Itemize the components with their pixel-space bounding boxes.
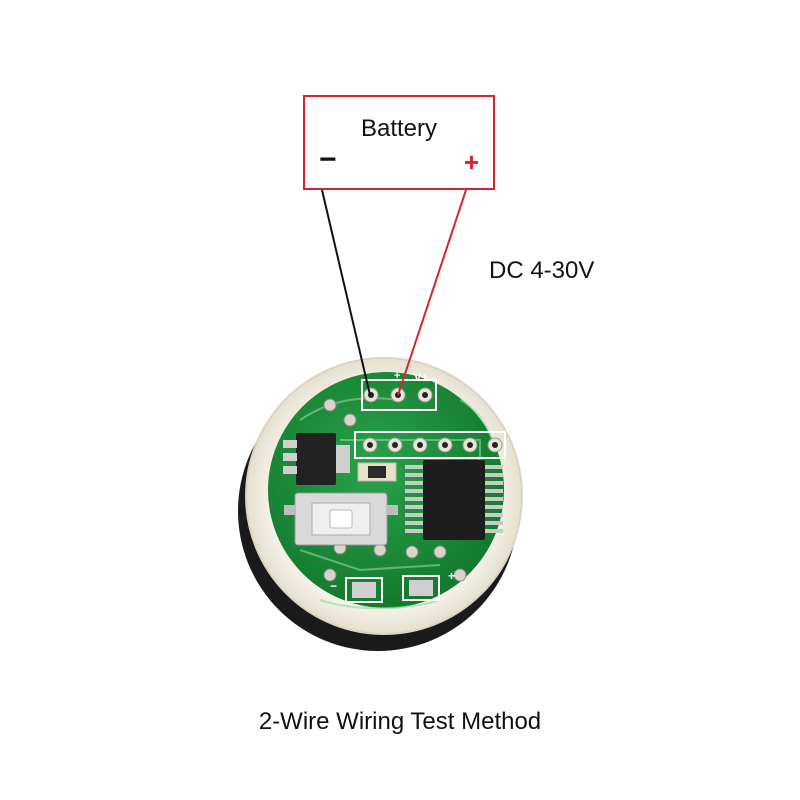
main-ic-chip bbox=[405, 460, 503, 540]
terminal-label-negative: − bbox=[330, 579, 337, 593]
tactile-switch bbox=[284, 492, 398, 546]
positive-wire bbox=[397, 189, 467, 396]
battery-positive-terminal: + bbox=[463, 147, 479, 177]
voltage-regulator-chip bbox=[283, 433, 350, 485]
battery-negative-terminal: − bbox=[319, 143, 337, 176]
battery-box: Battery − + bbox=[303, 95, 495, 190]
bottom-terminals bbox=[345, 575, 440, 603]
header-holes-row bbox=[354, 431, 506, 459]
battery-label: Battery bbox=[360, 115, 438, 142]
terminal-label-positive: + bbox=[448, 569, 455, 583]
diagram-caption: 2-Wire Wiring Test Method bbox=[258, 708, 542, 735]
pin-label-positive: + bbox=[394, 370, 400, 382]
pin-label-negative: − bbox=[360, 368, 366, 380]
pin-label-vplus: V+ bbox=[414, 372, 428, 384]
negative-wire bbox=[321, 189, 371, 396]
supply-voltage-label: DC 4-30V bbox=[489, 257, 595, 284]
meter-module: − + V+ bbox=[238, 357, 523, 651]
